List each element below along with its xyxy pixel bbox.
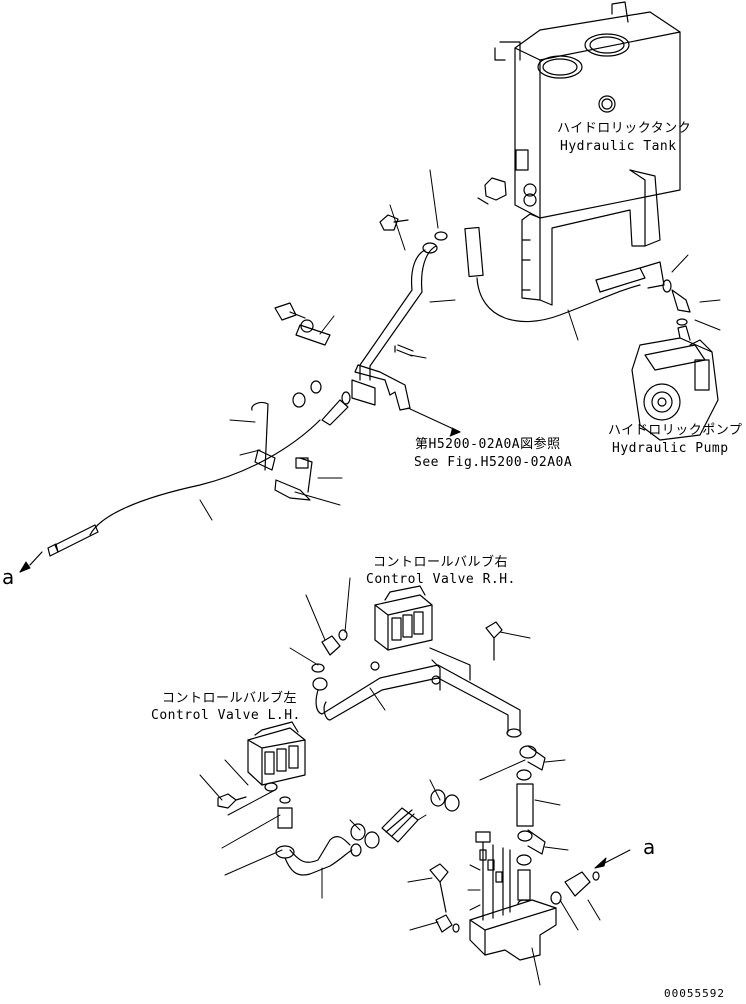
- arrow-ref-a-right: [594, 857, 607, 869]
- arrow-ref-a-left: [19, 561, 31, 573]
- left-hose: [19, 419, 321, 573]
- cv-rh-label-jp: コントロールバルブ右: [373, 555, 509, 570]
- drawing-number: 00055592: [664, 987, 725, 1000]
- leader-lines-upper: [199, 169, 721, 521]
- fittings-cv-lh: [217, 782, 353, 876]
- arrow-see-fig: [449, 427, 461, 437]
- control-valve-lh: [247, 721, 306, 786]
- upper-tube-assembly: [274, 214, 438, 411]
- hydraulic-tank: [494, 1, 681, 306]
- cv-lh-label-en: Control Valve L.H.: [151, 708, 301, 723]
- washers-nuts: [292, 380, 351, 426]
- leader-lines-lower: [199, 577, 631, 986]
- cv-lh-label-jp: コントロールバルブ左: [162, 691, 298, 706]
- pump-label-en: Hydraulic Pump: [612, 441, 729, 456]
- center-hose-clamps: [350, 789, 460, 857]
- control-valve-rh: [374, 585, 433, 651]
- cv-rh-label-en: Control Valve R.H.: [366, 572, 516, 587]
- elbow-fitting-tank: [434, 177, 507, 241]
- hose-clamp-left: [251, 401, 313, 501]
- tank-outlet-hose: [464, 226, 672, 323]
- pump-label-jp: ハイドロリックポンプ: [608, 423, 743, 438]
- see-fig-label-jp: 第H5200-02A0A図参照: [415, 437, 561, 452]
- tank-label-jp: ハイドロリックタンク: [557, 121, 692, 136]
- see-fig-label-en: See Fig.H5200-02A0A: [414, 455, 573, 470]
- elbow-fitting-cv-rh: [311, 629, 348, 673]
- tank-label-en: Hydraulic Tank: [560, 139, 677, 154]
- reference-mark-a-left: a: [2, 565, 15, 589]
- right-hose-stack: [516, 745, 546, 909]
- hydraulic-pump: [631, 289, 719, 441]
- reference-mark-a-right: a: [643, 835, 656, 859]
- cross-pipe: [312, 621, 522, 738]
- manifold-block: [429, 831, 600, 961]
